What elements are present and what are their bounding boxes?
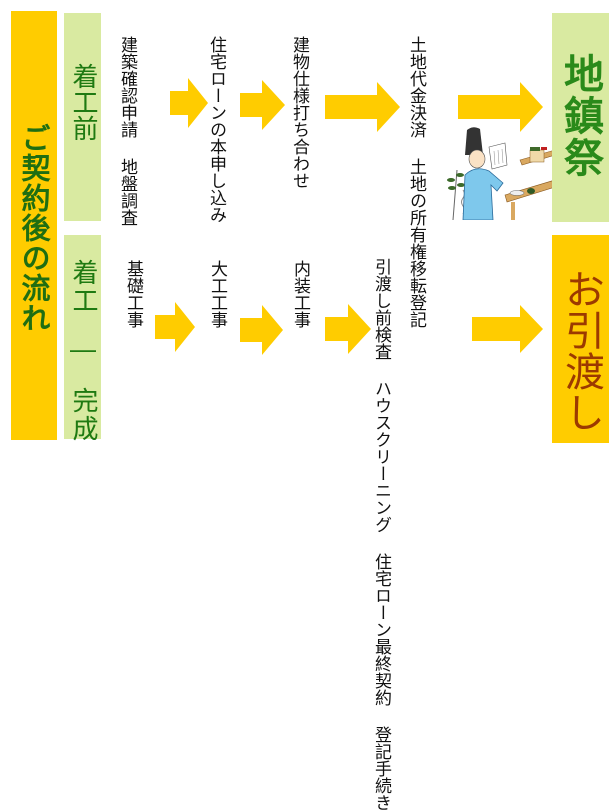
phase-label-part-start: 着工 — [68, 259, 98, 315]
arrow-right-icon — [325, 82, 400, 132]
altar-table-icon — [504, 147, 556, 220]
step-foundation-work: 基礎工事 — [122, 260, 143, 328]
step-building-confirmation: 建築確認申請 地盤調査 — [116, 36, 137, 226]
phase-pre-construction: 着工前 — [64, 13, 101, 221]
milestone-jichinsai: 地鎮祭 — [552, 13, 609, 222]
arrow-right-icon — [472, 305, 543, 353]
step-pre-handover: 引渡し前検査 ハウスクリーニング 住宅ローン最終契約 登記手続き — [370, 258, 391, 811]
arrow-right-icon — [325, 304, 371, 354]
step-line: 地盤調査 — [117, 158, 137, 226]
milestone-label-jichinsai: 地鎮祭 — [557, 53, 604, 179]
arrow-right-icon — [170, 78, 208, 128]
milestone-handover: お引渡し — [552, 235, 609, 443]
step-line: 大工工事 — [207, 260, 227, 328]
flow-title: ご契約後の流れ — [17, 123, 51, 333]
phase-label-dash: ― — [68, 335, 98, 367]
phase-label-part-end: 完成 — [68, 387, 98, 443]
step-loan-application: 住宅ローンの本申し込み — [205, 36, 226, 223]
arrow-right-icon — [458, 82, 543, 132]
priest-figure-icon — [462, 127, 508, 221]
priest-illustration — [445, 125, 556, 221]
arrow-right-icon — [155, 302, 195, 352]
step-line: 引渡し前検査 — [371, 258, 391, 360]
arrow-right-icon — [240, 305, 283, 355]
arrow-right-icon — [240, 80, 285, 130]
step-line: 登記手続き — [371, 726, 391, 811]
step-land-settlement: 土地代金決済 土地の所有権移転登記 — [405, 36, 426, 328]
step-interior-work: 内装工事 — [289, 260, 310, 328]
step-line: 住宅ローンの本申し込み — [206, 36, 226, 223]
step-spec-meeting: 建物仕様打ち合わせ — [288, 36, 309, 189]
step-line: 建物仕様打ち合わせ — [289, 36, 309, 189]
step-line: 基礎工事 — [123, 260, 143, 328]
step-line: 住宅ローン最終契約 — [371, 553, 391, 706]
sakaki-branch-icon — [447, 169, 465, 221]
step-line: ハウスクリーニング — [371, 380, 391, 533]
phase-construction-to-completion: 着工 ― 完成 — [64, 235, 101, 443]
phase-label-pre-construction: 着工前 — [68, 63, 98, 141]
step-carpentry-work: 大工工事 — [206, 260, 227, 328]
flow-title-bar: ご契約後の流れ — [11, 11, 57, 440]
phase-label-construction: 着工 ― 完成 — [64, 259, 101, 443]
milestone-label-handover: お引渡し — [558, 269, 604, 433]
step-line: 土地の所有権移転登記 — [406, 158, 426, 328]
step-line: 土地代金決済 — [406, 36, 426, 138]
step-line: 建築確認申請 — [117, 36, 137, 138]
step-line: 内装工事 — [290, 260, 310, 328]
